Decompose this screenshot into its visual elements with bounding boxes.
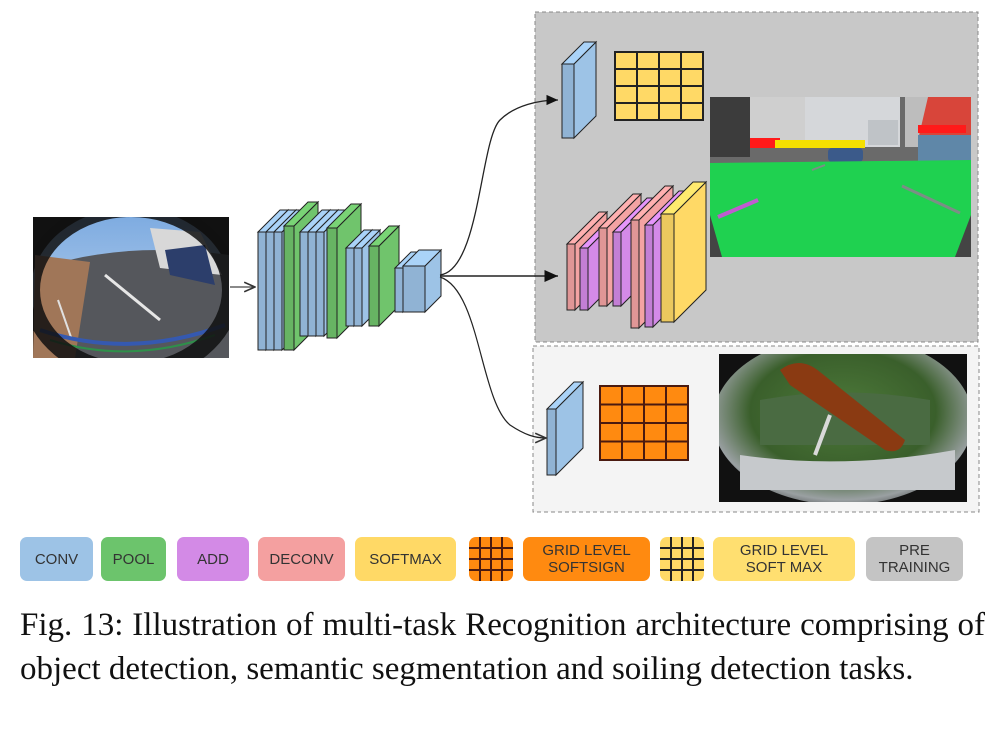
grid-cell bbox=[658, 102, 682, 121]
encoder-conv-layer bbox=[401, 248, 443, 314]
soiling-output-image bbox=[719, 354, 967, 502]
grid-cell bbox=[665, 440, 689, 461]
grid-cell bbox=[614, 102, 638, 121]
detection-branch bbox=[560, 40, 704, 140]
grid-cell bbox=[636, 51, 660, 70]
grid-cell bbox=[621, 403, 645, 424]
grid-cell bbox=[665, 403, 689, 424]
grid-softsign-icon bbox=[469, 537, 513, 581]
figure-caption: Fig. 13: Illustration of multi-task Reco… bbox=[20, 607, 985, 687]
grid-cell bbox=[658, 51, 682, 70]
encoder-pool-layer bbox=[367, 224, 401, 328]
grid-cell bbox=[599, 422, 623, 443]
legend-softmax: SOFTMAX bbox=[355, 537, 456, 581]
grid-cell bbox=[621, 440, 645, 461]
detection-conv-layer bbox=[560, 40, 598, 140]
soiling-branch bbox=[545, 380, 689, 477]
grid-cell bbox=[658, 85, 682, 104]
grid-cell bbox=[621, 422, 645, 443]
detection-grid-softmax bbox=[614, 51, 704, 121]
grid-cell bbox=[680, 51, 704, 70]
grid-softmax-icon bbox=[660, 537, 704, 581]
grid-cell bbox=[658, 68, 682, 87]
grid-cell bbox=[636, 102, 660, 121]
grid-cell bbox=[643, 440, 667, 461]
shared-encoder bbox=[256, 200, 443, 352]
legend-pool: POOL bbox=[101, 537, 166, 581]
grid-cell bbox=[614, 51, 638, 70]
grid-cell bbox=[636, 85, 660, 104]
grid-cell bbox=[636, 68, 660, 87]
architecture-diagram bbox=[33, 11, 980, 513]
segmentation-softmax-layer bbox=[659, 180, 708, 324]
grid-cell bbox=[680, 85, 704, 104]
grid-cell bbox=[621, 385, 645, 406]
grid-cell bbox=[665, 422, 689, 443]
input-image bbox=[33, 217, 229, 358]
segmentation-branch bbox=[565, 180, 708, 330]
legend-conv: CONV bbox=[20, 537, 93, 581]
grid-cell bbox=[643, 422, 667, 443]
soiling-conv-layer bbox=[545, 380, 585, 477]
grid-cell bbox=[665, 385, 689, 406]
grid-cell bbox=[614, 68, 638, 87]
legend-pretraining: PRE TRAINING bbox=[866, 537, 963, 581]
legend-add: ADD bbox=[177, 537, 249, 581]
grid-cell bbox=[643, 403, 667, 424]
grid-cell bbox=[599, 403, 623, 424]
grid-cell bbox=[599, 385, 623, 406]
soiling-grid-softsign bbox=[599, 385, 689, 461]
legend-grid-softsign: GRID LEVEL SOFTSIGN bbox=[523, 537, 650, 581]
grid-cell bbox=[599, 440, 623, 461]
soiling-branch-arrow bbox=[439, 276, 546, 438]
detection-branch-arrow bbox=[439, 94, 559, 276]
grid-cell bbox=[643, 385, 667, 406]
legend-deconv: DECONV bbox=[258, 537, 345, 581]
grid-cell bbox=[680, 102, 704, 121]
grid-cell bbox=[680, 68, 704, 87]
legend-grid-softmax: GRID LEVEL SOFT MAX bbox=[713, 537, 855, 581]
segmentation-output-image bbox=[710, 97, 971, 257]
grid-cell bbox=[614, 85, 638, 104]
